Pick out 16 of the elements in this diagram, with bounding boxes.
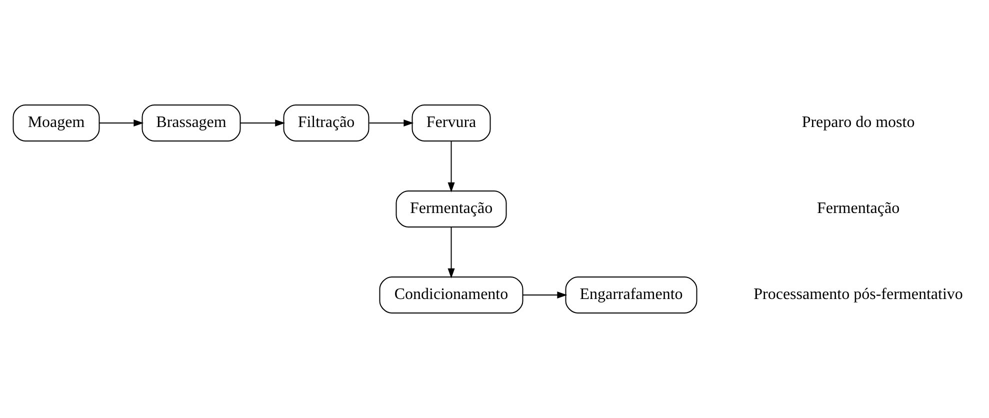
arrow [98, 120, 144, 126]
node-box: Fervura [411, 104, 490, 142]
arrow [447, 226, 454, 278]
node-box: Brassagem [141, 104, 240, 142]
node-box: Fermentação [395, 190, 506, 228]
arrow [522, 292, 567, 298]
node-box: Condicionamento [378, 276, 523, 314]
arrow [368, 120, 414, 126]
node-box: Filtração [282, 104, 369, 142]
arrow [239, 120, 285, 126]
arrow [447, 140, 454, 192]
node-box: Engarrafamento [564, 276, 697, 314]
label: Processamento pós-fermentativo [753, 286, 962, 303]
label: Fermentação [816, 200, 900, 217]
node-box: Moagem [12, 104, 100, 142]
label: Preparo do mosto [801, 114, 914, 131]
